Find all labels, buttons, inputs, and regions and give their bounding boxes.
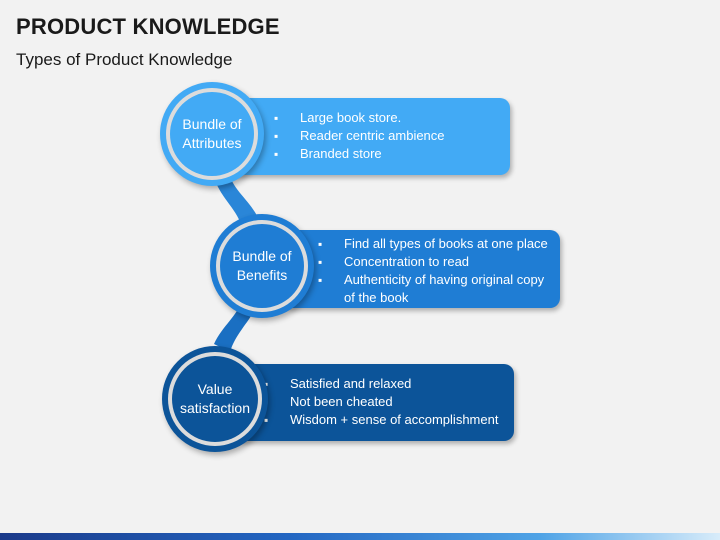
bullet-item: Large book store. xyxy=(274,109,500,127)
footer-accent-bar xyxy=(0,533,720,540)
stage-label-attributes: Bundle of Attributes xyxy=(182,116,242,151)
stage-disc-value: Value satisfaction xyxy=(172,356,258,442)
bullet-item: Branded store xyxy=(274,145,500,163)
stage-disc-attributes: Bundle of Attributes xyxy=(170,92,254,176)
stage-disc-benefits: Bundle of Benefits xyxy=(220,224,304,308)
bullet-item: Wisdom + sense of accomplishment xyxy=(264,411,508,429)
connector-segment-1 xyxy=(214,170,258,228)
stage-label-benefits: Bundle of Benefits xyxy=(232,248,292,283)
bullet-item: Satisfied and relaxed xyxy=(264,375,508,393)
stage-card-value: Satisfied and relaxed Not been cheated W… xyxy=(234,364,514,441)
stage-label-value: Value satisfaction xyxy=(179,381,251,416)
stage-card-benefits: Find all types of books at one place Con… xyxy=(282,230,560,308)
slide-title: PRODUCT KNOWLEDGE xyxy=(16,14,280,39)
stage-bullets-attributes: Large book store. Reader centric ambienc… xyxy=(274,109,500,163)
bullet-item: Find all types of books at one place xyxy=(318,235,554,253)
bullet-item: Reader centric ambience xyxy=(274,127,500,145)
bullet-item: Authenticity of having original copy of … xyxy=(318,271,554,307)
bullet-item: Not been cheated xyxy=(264,393,508,411)
stage-bullets-benefits: Find all types of books at one place Con… xyxy=(318,235,554,307)
stage-bullets-value: Satisfied and relaxed Not been cheated W… xyxy=(264,375,508,429)
bullet-item: Concentration to read xyxy=(318,253,554,271)
slide-subtitle: Types of Product Knowledge xyxy=(16,50,233,69)
stage-card-attributes: Large book store. Reader centric ambienc… xyxy=(230,98,510,175)
